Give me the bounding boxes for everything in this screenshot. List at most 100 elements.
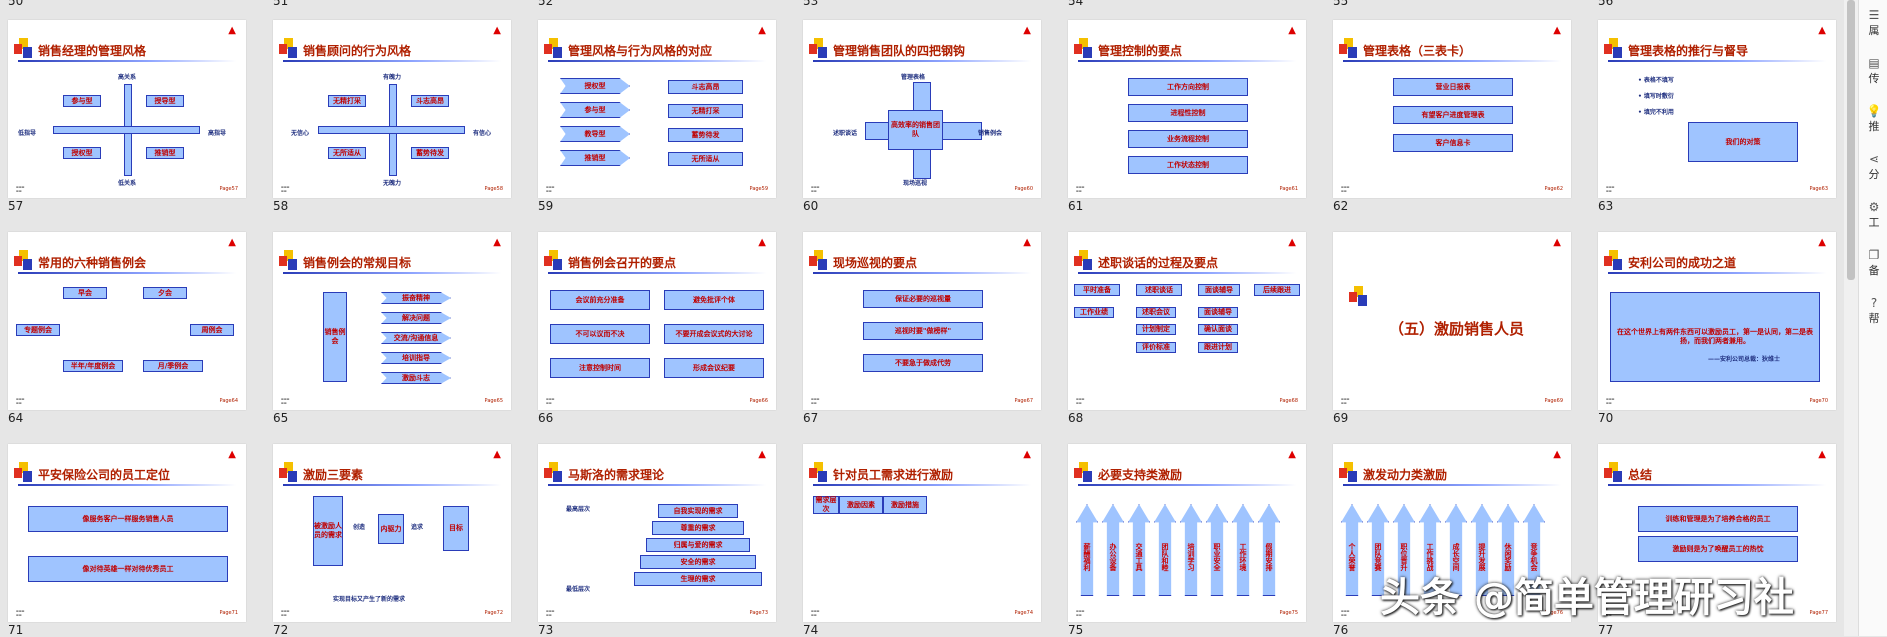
slide-arrow-box: 培训指导 <box>381 352 451 364</box>
slide-number: 74 <box>803 623 819 637</box>
right-panel-item[interactable]: ▤传 <box>1861 56 1887 86</box>
slide-label: 管理表格 <box>901 74 926 81</box>
title-decoration-icon <box>809 38 829 60</box>
slide-up-arrow: 工作环境 <box>1232 504 1254 596</box>
slide-page-number: Page59 <box>749 186 768 192</box>
slide-thumbnail[interactable]: ▲述职谈话的过程及要点平时准备述职谈话面谈辅导后续跟进工作业绩述职会议计划制定评… <box>1068 232 1306 410</box>
vertical-scrollbar[interactable] <box>1844 0 1858 636</box>
right-panel-item[interactable]: ⋖分 <box>1861 152 1887 182</box>
slide-page-number: Page65 <box>484 398 503 404</box>
slide-title: 针对员工需求进行激励 <box>833 468 954 482</box>
cross-axis <box>53 126 200 134</box>
slide-box: 不要开成会议式的大讨论 <box>664 324 764 344</box>
title-underline <box>548 272 766 274</box>
title-decoration-icon <box>1074 250 1094 272</box>
slide-box: 无精打采 <box>328 95 366 107</box>
slide-thumbnail[interactable]: ▲管理风格与行为风格的对应授权型参与型教导型推销型斗志高昂无精打采蓄势待发无所适… <box>538 20 776 198</box>
deco-red <box>14 256 22 266</box>
slide-label: 最高层次 <box>566 506 591 513</box>
slide-box: 蓄势待发 <box>411 147 449 159</box>
right-panel-item[interactable]: ⚙工 <box>1861 200 1887 230</box>
title-decoration-icon <box>544 462 564 484</box>
tools-icon: ⚙ <box>1868 200 1880 214</box>
right-panel-item[interactable]: ?帮 <box>1861 296 1887 326</box>
slide-thumbnail[interactable]: ▲激励三要素被激励人员的需求创造内驱力追求目标实现目标又产生了新的需求▬▬▬▬▬… <box>273 444 511 622</box>
slide-page-number: Page63 <box>1809 186 1828 192</box>
slide-title: 管理表格的推行与督导 <box>1628 44 1749 58</box>
deco-yellow <box>814 250 823 261</box>
slide-footer: ▬▬▬▬▬ <box>1076 609 1085 617</box>
slide-thumbnail[interactable]: ▲现场巡视的要点保证必要的巡视量巡视时要"做榜样"不要急于做成代劳▬▬▬▬▬Pa… <box>803 232 1041 410</box>
slide-up-arrow: 培训学习 <box>1180 504 1202 596</box>
slide-box: 营业日报表 <box>1393 78 1513 96</box>
brand-logo-icon: ▲ <box>758 25 766 36</box>
deco-red <box>1349 292 1357 302</box>
slide-thumbnail[interactable]: ▲安利公司的成功之道在这个世界上有两件东西可以激励员工，第一是认同，第二是表扬，… <box>1598 232 1836 410</box>
slide-box: 计划制定 <box>1136 324 1176 335</box>
right-panel-item[interactable]: ☰属 <box>1861 8 1887 38</box>
slide-box: 不要急于做成代劳 <box>863 354 983 372</box>
deco-red <box>279 468 287 478</box>
slide-label: • 表格不填写 <box>1638 77 1674 84</box>
right-panel-item[interactable]: ❐备 <box>1861 248 1887 278</box>
slide-thumbnail[interactable]: ▲必要支持类激励薪酬福利办公设备交通工具团队和睦培训学习职业安全工作环境假期安排… <box>1068 444 1306 622</box>
brand-logo-icon: ▲ <box>1553 237 1561 248</box>
slide-box: 推销型 <box>146 147 184 159</box>
slide-box: 尊重的需求 <box>652 521 744 535</box>
deco-yellow <box>1079 250 1088 261</box>
slide-label: 追求 <box>411 524 424 531</box>
slide-box: 评价标准 <box>1136 342 1176 353</box>
title-underline <box>548 484 766 486</box>
slide-thumbnail[interactable]: ▲管理控制的要点工作方向控制进程性控制业务流程控制工作状态控制▬▬▬▬▬Page… <box>1068 20 1306 198</box>
slide-thumbnail[interactable]: ▲管理表格的推行与督导• 表格不填写• 填写时敷衍• 填完不利用我们的对策▬▬▬… <box>1598 20 1836 198</box>
brand-logo-icon: ▲ <box>1818 237 1826 248</box>
slide-banner: 像服务客户一样服务销售人员 <box>28 506 228 532</box>
slide-title: 管理控制的要点 <box>1098 44 1183 58</box>
slide-box: 内驱力 <box>378 514 404 544</box>
title-underline <box>18 60 236 62</box>
slide-thumbnail[interactable]: ▲销售例会的常规目标销售例会振奋精神解决问题交流/沟通信息培训指导激励斗志▬▬▬… <box>273 232 511 410</box>
slide-thumbnail[interactable]: ▲销售例会召开的要点会议前充分准备避免批评个体不可以议而不决不要开成会议式的大讨… <box>538 232 776 410</box>
deco-red <box>809 256 817 266</box>
slide-up-arrow: 薪酬福利 <box>1076 504 1098 596</box>
slide-arrow-box: 激励斗志 <box>381 372 451 384</box>
slide-box: 激励因素 <box>839 496 883 514</box>
deco-yellow <box>549 462 558 473</box>
slide-box: 会议前充分准备 <box>550 290 650 310</box>
slide-title: （五）激励销售人员 <box>1389 320 1525 338</box>
slide-thumbnail[interactable]: ▲平安保险公司的员工定位像服务客户一样服务销售人员像对待英雄一样对待优秀员工▬▬… <box>8 444 246 622</box>
title-decoration-icon <box>1604 250 1624 272</box>
title-underline <box>1078 272 1296 274</box>
slide-number: 56 <box>1598 0 1614 8</box>
slide-thumbnail[interactable]: ▲激发动力类激励个人荣誉团队竞赛职位晋升工作挑战成长空间提升发展休闲奖励竞争机会… <box>1333 444 1571 622</box>
slide-thumbnail[interactable]: ▲针对员工需求进行激励需求层次激励因素激励措施▬▬▬▬▬Page74 <box>803 444 1041 622</box>
slide-box: 面谈辅导 <box>1198 307 1238 318</box>
slide-thumbnail[interactable]: ▲（五）激励销售人员▬▬▬▬▬Page69 <box>1333 232 1571 410</box>
slide-box: 工作状态控制 <box>1128 156 1248 174</box>
slide-box: 工作业绩 <box>1074 307 1114 318</box>
right-panel-item[interactable]: 💡推 <box>1861 104 1887 134</box>
slide-thumbnail[interactable]: ▲常用的六种销售例会早会夕会专题例会周例会半年/年度例会月/季例会▬▬▬▬▬Pa… <box>8 232 246 410</box>
slide-thumbnail[interactable]: ▲销售经理的管理风格高关系低指导高指导低关系参与型授导型授权型推销型▬▬▬▬▬P… <box>8 20 246 198</box>
slide-page-number: Page72 <box>484 610 503 616</box>
outline-icon: ☰ <box>1868 8 1880 22</box>
deco-red <box>14 468 22 478</box>
slide-thumbnail[interactable]: ▲马斯洛的需求理论最高层次最低层次自我实现的需求尊重的需求归属与爱的需求安全的需… <box>538 444 776 622</box>
slide-thumbnail[interactable]: ▲总结训练和管理是为了培养合格的员工激励则是为了唤醒员工的热忱▬▬▬▬▬Page… <box>1598 444 1836 622</box>
slide-thumbnail[interactable]: ▲管理表格（三表卡）营业日报表有望客户进度管理表客户信息卡▬▬▬▬▬Page62 <box>1333 20 1571 198</box>
brand-logo-icon: ▲ <box>1288 449 1296 460</box>
deco-blue <box>818 259 827 270</box>
slide-box: 被激励人员的需求 <box>313 496 343 566</box>
slide-thumbnail[interactable]: ▲销售顾问的行为风格有魄力无信心有信心无魄力无精打采斗志高昂无所适从蓄势待发▬▬… <box>273 20 511 198</box>
slide-page-number: Page74 <box>1014 610 1033 616</box>
right-panel-label: 备 <box>1868 264 1880 277</box>
slide-page-number: Page77 <box>1809 610 1828 616</box>
slide-footer: ▬▬▬▬▬ <box>1606 185 1615 193</box>
slide-footer: ▬▬▬▬▬ <box>1606 397 1615 405</box>
slide-thumbnail[interactable]: ▲管理销售团队的四把钢钩管理表格述职谈话销售例会现场巡视高效率的销售团队▬▬▬▬… <box>803 20 1041 198</box>
slide-page-number: Page67 <box>1014 398 1033 404</box>
deco-blue <box>23 259 32 270</box>
scrollbar-thumb[interactable] <box>1847 0 1855 280</box>
title-underline <box>283 272 501 274</box>
brand-logo-icon: ▲ <box>493 449 501 460</box>
